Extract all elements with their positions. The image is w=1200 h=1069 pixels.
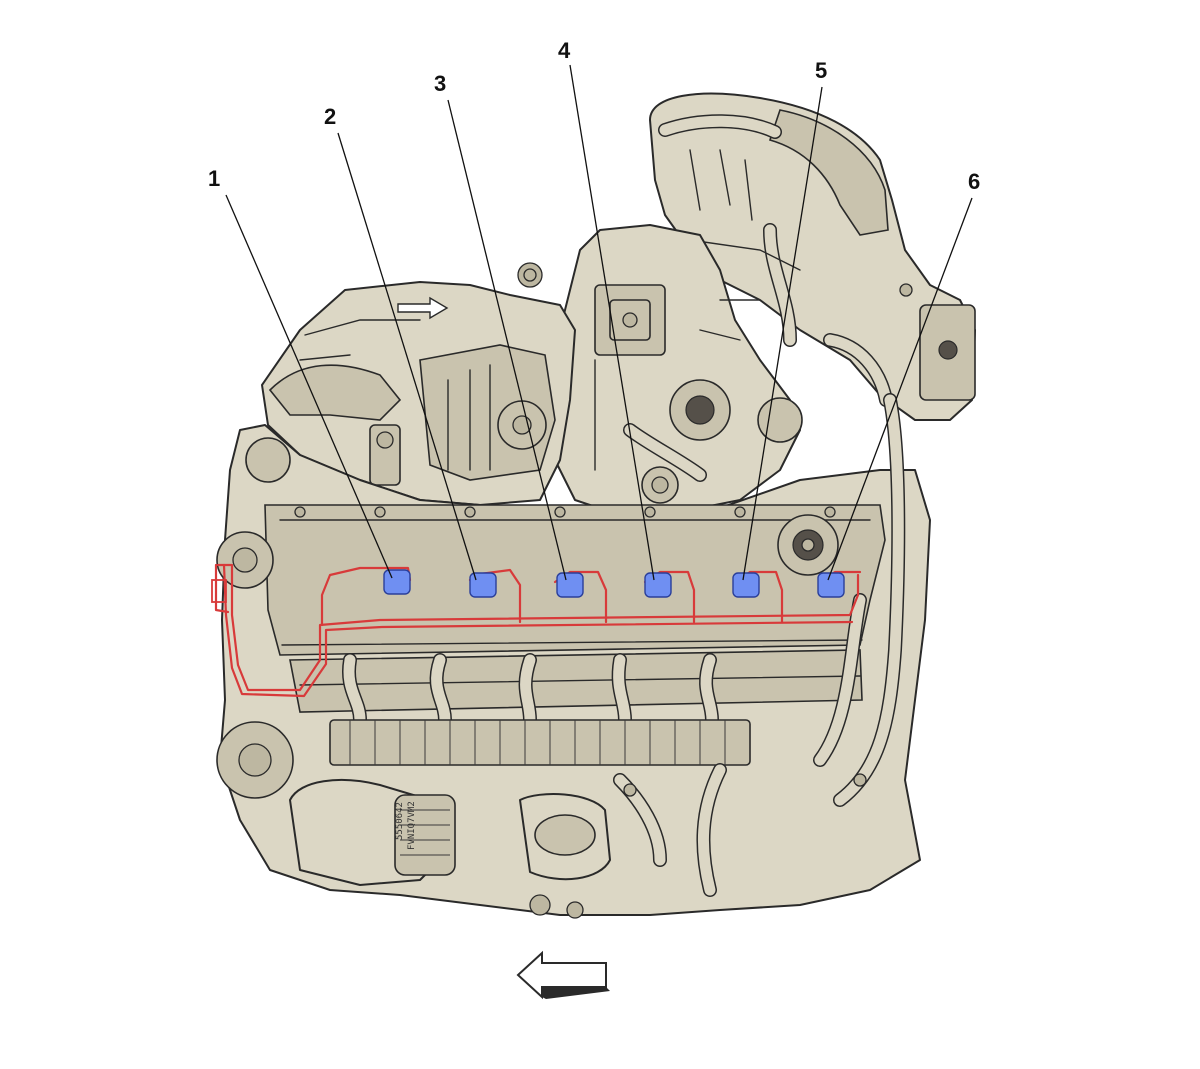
part-label-line1: 5550642: [395, 802, 405, 840]
injector-wiring-harness: [211, 563, 862, 698]
leader-line-2: [337, 132, 477, 581]
top-center-modules: [517, 224, 803, 516]
injector-connector-5: [732, 572, 760, 598]
callout-5: 5: [815, 58, 828, 83]
callout-4: 4: [558, 38, 571, 63]
leader-line-3: [447, 99, 567, 581]
callout-1: 1: [208, 166, 221, 191]
leader-line-5: [742, 86, 823, 581]
callout-2: 2: [324, 104, 337, 129]
leader-line-4: [569, 64, 655, 581]
leader-line-1: [225, 194, 393, 579]
callout-3: 3: [434, 71, 447, 96]
turbo-assembly: [649, 92, 976, 421]
arrow-left-outline-icon: [516, 950, 610, 1000]
arrow-right-outline-icon: [397, 296, 449, 320]
leader-lines: [225, 64, 973, 581]
callout-6: 6: [968, 169, 981, 194]
injector-connector-4: [644, 572, 672, 598]
injector-connector-2: [469, 572, 497, 598]
injector-connector-6: [817, 572, 845, 598]
engine-block: 5550642 FVNIQ7VM2: [216, 393, 931, 919]
injector-connector-1: [383, 569, 411, 595]
injector-connectors: [383, 569, 845, 598]
part-label-line2: FVNIQ7VM2: [407, 801, 417, 850]
leader-line-6: [827, 197, 973, 581]
injector-connector-3: [556, 572, 584, 598]
